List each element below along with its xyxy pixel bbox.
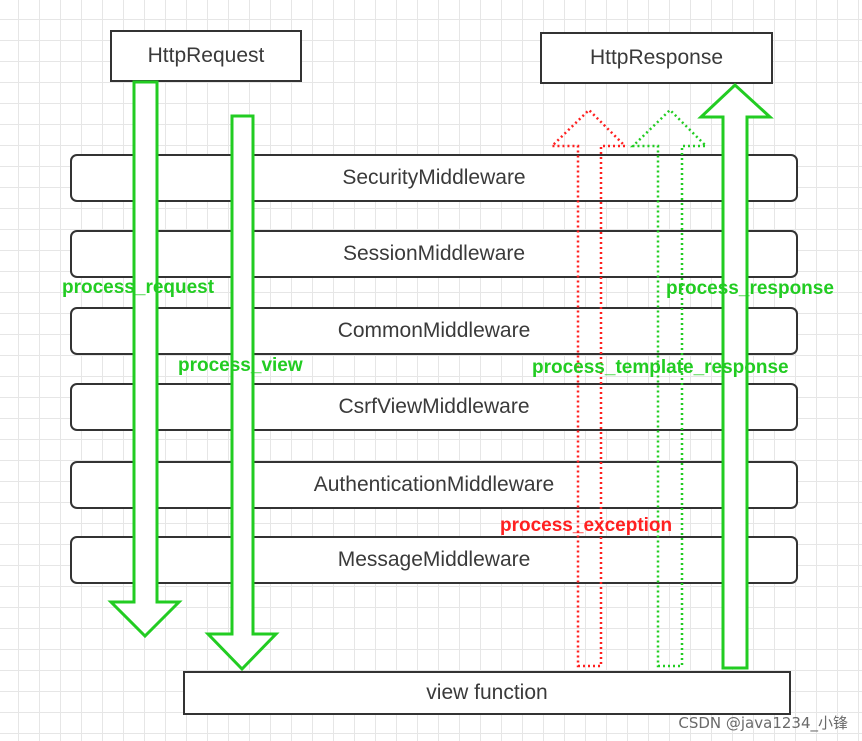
middleware-label: MessageMiddleware bbox=[337, 548, 531, 571]
middleware-box-message: MessageMiddleware bbox=[70, 536, 798, 584]
middleware-box-authentication: AuthenticationMiddleware bbox=[70, 461, 798, 509]
process-view-label: process_view bbox=[178, 355, 303, 376]
middleware-label: SessionMiddleware bbox=[342, 242, 526, 265]
middleware-label: AuthenticationMiddleware bbox=[313, 473, 555, 496]
middleware-box-csrf: CsrfViewMiddleware bbox=[70, 383, 798, 431]
process-request-arrow bbox=[107, 80, 183, 639]
middleware-label: SecurityMiddleware bbox=[342, 166, 526, 189]
view-function-box: view function bbox=[183, 671, 791, 715]
process-view-arrow bbox=[204, 114, 280, 672]
process-template-response-arrow bbox=[629, 108, 710, 668]
middleware-box-security: SecurityMiddleware bbox=[70, 154, 798, 202]
process-exception-arrow bbox=[548, 108, 629, 668]
http-request-label: HttpRequest bbox=[147, 44, 265, 67]
process-template-response-label: process_template_response bbox=[532, 357, 789, 378]
view-function-label: view function bbox=[426, 681, 548, 704]
http-request-box: HttpRequest bbox=[110, 30, 302, 82]
process-exception-label: process_exception bbox=[500, 515, 673, 536]
process-response-arrow bbox=[697, 82, 774, 670]
middleware-box-common: CommonMiddleware bbox=[70, 307, 798, 355]
middleware-label: CsrfViewMiddleware bbox=[338, 395, 530, 418]
http-response-label: HttpResponse bbox=[589, 46, 724, 69]
middleware-label: CommonMiddleware bbox=[337, 319, 531, 342]
middleware-box-session: SessionMiddleware bbox=[70, 230, 798, 278]
process-request-label: process_request bbox=[62, 277, 215, 298]
http-response-box: HttpResponse bbox=[540, 32, 773, 84]
watermark: CSDN @java1234_小锋 bbox=[678, 714, 848, 732]
process-response-label: process_response bbox=[666, 278, 834, 299]
